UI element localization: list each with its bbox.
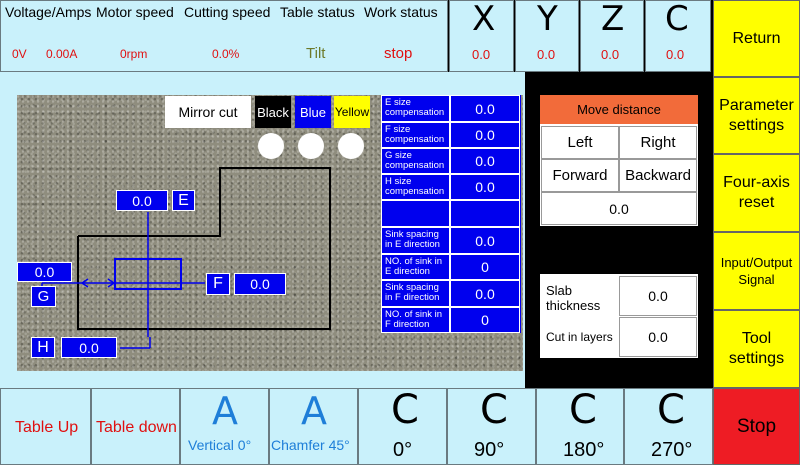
axis-z-cell [580,0,644,72]
sink-count-e-label: NO. of sink in E direction [381,254,450,280]
blue-radio[interactable] [298,133,324,159]
move-distance-value[interactable]: 0.0 [541,192,697,225]
g-value-field[interactable]: 0.0 [17,262,72,282]
cutting-speed-value: 0.0% [212,47,240,61]
c-180-label: 180° [563,439,605,461]
stop-button[interactable]: Stop [713,388,800,465]
yellow-radio[interactable] [338,133,364,159]
sink-spacing-f-value[interactable]: 0.0 [450,280,520,307]
move-left-button[interactable]: Left [541,126,619,159]
sink-spacing-e-value[interactable]: 0.0 [450,227,520,254]
work-status-label: Work status [364,4,438,20]
motor-speed-value: 0rpm [120,47,148,61]
e-value-field[interactable]: 0.0 [116,190,168,211]
tool-settings-button[interactable]: Tool settings [713,310,800,388]
slab-thickness-label: Slab thickness [546,283,601,313]
c-270-label: 270° [651,439,693,461]
c-180-button[interactable]: C 180° [536,387,624,465]
table-up-label: Table Up [15,419,79,436]
table-down-button[interactable]: Table down [91,388,180,465]
move-forward-button[interactable]: Forward [541,159,619,192]
axis-z-value: 0.0 [601,47,620,62]
h-size-compensation-value[interactable]: 0.0 [450,174,520,200]
e-size-compensation-label: E size compensation [381,95,450,122]
sink-count-f-value[interactable]: 0 [450,307,520,333]
c-0-label: 0° [393,439,413,461]
f-size-compensation-label: F size compensation [381,122,450,148]
parameter-settings-button[interactable]: Parameter settings [713,77,800,154]
c-270-button[interactable]: C 270° [624,387,713,465]
axis-x-letter: X [472,0,496,39]
motor-speed-label: Motor speed [96,4,174,20]
c-180-icon: C [569,387,597,433]
axis-c-value: 0.0 [666,47,685,62]
f-size-compensation-value[interactable]: 0.0 [450,122,520,148]
chamfer-45-button[interactable]: A Chamfer 45° [269,388,358,465]
black-color-button[interactable]: Black [255,96,291,128]
c-90-icon: C [480,387,508,433]
sink-spacing-e-label: Sink spacing in E direction [381,227,450,254]
voltage-value: 0V [12,47,27,61]
header-status-panel [0,0,448,72]
f-value-field[interactable]: 0.0 [234,273,286,295]
four-axis-reset-button[interactable]: Four-axis reset [713,154,800,232]
c-270-icon: C [657,387,685,433]
slab-thickness-value[interactable]: 0.0 [619,276,697,316]
axis-y-letter: Y [537,0,558,39]
blue-color-button[interactable]: Blue [295,96,331,128]
axis-y-value: 0.0 [537,47,556,62]
c-90-button[interactable]: C 90° [447,387,536,465]
table-status-value: Tilt [306,45,326,62]
sink-count-e-value[interactable]: 0 [450,254,520,280]
chamfer-label: Chamfer 45° [271,437,350,453]
voltage-amps-label: Voltage/Amps [5,4,92,20]
yellow-color-button[interactable]: Yellow [334,96,370,128]
chamfer-a-icon: A [301,389,327,433]
work-status-value: stop [384,45,413,62]
g-size-compensation-label: G size compensation [381,148,450,174]
vertical-label: Vertical 0° [188,437,252,453]
cutting-speed-label: Cutting speed [184,4,271,20]
axis-c-letter: C [665,0,689,39]
c-0-icon: C [391,387,419,433]
h-label: H [31,337,55,358]
h-value-field[interactable]: 0.0 [61,337,117,358]
g-size-compensation-value[interactable]: 0.0 [450,148,520,174]
f-label: F [206,273,230,295]
sink-count-f-label: NO. of sink in F direction [381,307,450,333]
table-down-label: Table down [96,419,177,436]
e-label: E [172,190,195,211]
cut-layers-value[interactable]: 0.0 [619,317,697,357]
move-distance-header: Move distance [540,95,698,124]
axis-z-letter: Z [601,0,625,39]
e-size-compensation-value[interactable]: 0.0 [450,95,520,122]
empty-row-value [450,200,520,227]
mirror-cut-button[interactable]: Mirror cut [165,96,251,128]
c-90-label: 90° [474,439,505,461]
vertical-0-button[interactable]: A Vertical 0° [180,388,269,465]
black-radio[interactable] [258,133,284,159]
axis-c-cell [645,0,711,72]
c-0-button[interactable]: C 0° [358,387,447,465]
return-button[interactable]: Return [713,0,800,77]
axis-x-cell [449,0,514,72]
move-backward-button[interactable]: Backward [619,159,697,192]
cut-layers-label: Cut in layers [546,330,613,344]
axis-y-cell [515,0,579,72]
amps-value: 0.00A [46,47,78,61]
io-signal-button[interactable]: Input/Output Signal [713,232,800,310]
axis-x-value: 0.0 [472,47,491,62]
table-up-button[interactable]: Table Up [0,388,91,465]
table-status-label: Table status [280,4,355,20]
sink-spacing-f-label: Sink spacing in F direction [381,280,450,307]
h-size-compensation-label: H size compensation [381,174,450,200]
move-right-button[interactable]: Right [619,126,697,159]
vertical-a-icon: A [212,389,238,433]
g-label: G [31,286,56,307]
empty-row-label [381,200,450,227]
